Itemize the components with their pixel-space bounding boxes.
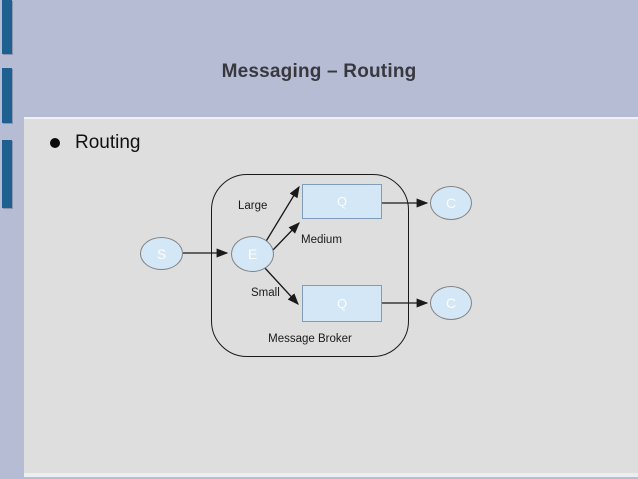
queue-bottom-node-label: Q <box>336 296 348 311</box>
producer-node: S <box>140 237 183 270</box>
slide-title: Messaging – Routing <box>221 61 417 82</box>
edge-label-large: Large <box>238 200 268 212</box>
consumer-bottom-node-label: C <box>445 295 457 311</box>
queue-top-node: Q <box>302 184 382 219</box>
edge-label-small: Small <box>251 287 280 299</box>
consumer-bottom-node: C <box>430 286 472 320</box>
bullet-dot <box>50 138 60 148</box>
accent-bar-bottom <box>2 140 12 208</box>
message-broker-boundary <box>211 174 409 357</box>
queue-bottom-node: Q <box>302 285 382 322</box>
exchange-node: E <box>231 236 274 272</box>
exchange-node-label: E <box>247 246 258 262</box>
accent-bar-top <box>2 0 12 54</box>
message-broker-label: Message Broker <box>268 333 352 345</box>
accent-bar-middle <box>2 68 12 123</box>
footer-strip <box>24 473 638 477</box>
consumer-top-node-label: C <box>445 195 457 211</box>
bullet-text: Routing <box>75 132 141 153</box>
producer-node-label: S <box>156 245 167 262</box>
edge-label-medium: Medium <box>301 234 342 246</box>
queue-top-node-label: Q <box>336 194 348 209</box>
consumer-top-node: C <box>430 186 472 220</box>
